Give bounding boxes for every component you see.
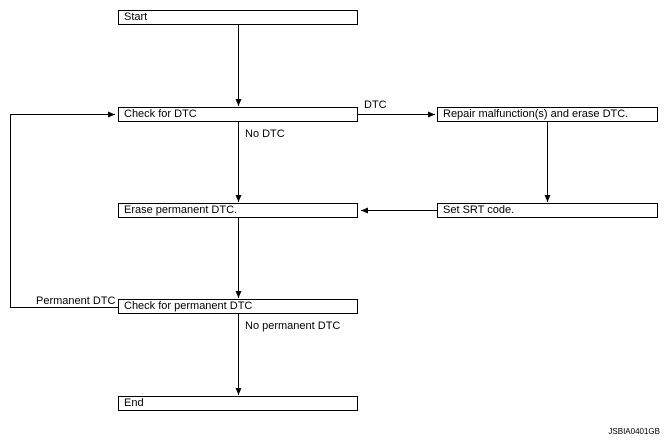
node-set-srt: Set SRT code. [437,203,658,218]
node-start: Start [118,10,358,25]
loop-permanent-dtc-to-check-dtc [10,111,118,308]
node-check-dtc: Check for DTC [118,107,358,122]
edge-label-dtc: DTC [364,99,387,111]
figure-code: JSBIA0401GB [608,427,660,436]
edge-label-no-dtc: No DTC [245,128,285,140]
node-repair: Repair malfunction(s) and erase DTC. [437,107,658,122]
node-erase-permanent: Erase permanent DTC. [118,203,358,218]
node-end: End [118,396,358,411]
node-check-permanent: Check for permanent DTC [118,299,358,314]
edge-label-no-permanent-dtc: No permanent DTC [245,320,341,332]
edge-label-permanent-dtc: Permanent DTC [36,295,116,307]
